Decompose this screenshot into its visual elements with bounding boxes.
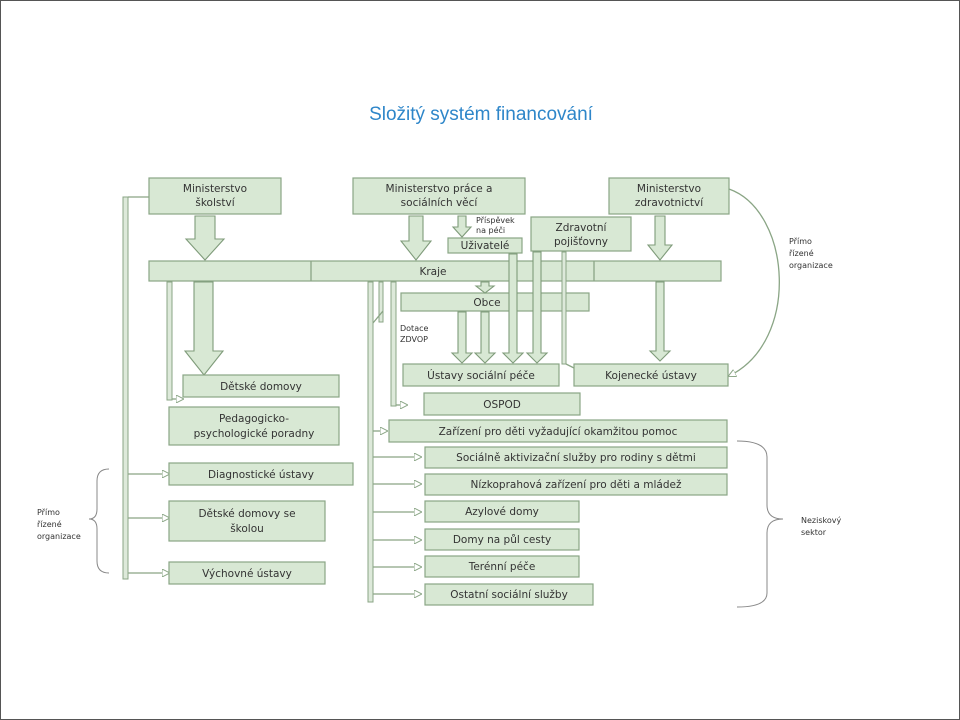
box-pul-cesty: Domy na půl cesty — [424, 528, 580, 551]
box-azylove-label: Azylové domy — [465, 506, 539, 518]
box-mzd-line2: zdravotnictví — [635, 197, 704, 209]
box-msmt-line1: Ministerstvo — [183, 183, 247, 195]
box-pojistovny-line2: pojišťovny — [554, 236, 608, 248]
box-zarizeni-okamzita: Zařízení pro děti vyžadující okamžitou p… — [388, 419, 728, 443]
slide-title: Složitý systém financování — [369, 104, 593, 125]
curve-mzd-kojenecke — [729, 188, 780, 376]
box-ppp-line2: psychologické poradny — [194, 428, 315, 440]
arrow-mpsv-uzivatele — [451, 215, 473, 238]
box-ospod-label: OSPOD — [483, 399, 521, 411]
box-dd-skolou-line1: Dětské domovy se — [198, 508, 295, 520]
arrow-msmt-kraje — [184, 215, 226, 261]
box-ustavy-soc: Ústavy sociální péče — [402, 363, 560, 387]
box-ustavy-soc-label: Ústavy sociální péče — [427, 369, 535, 382]
box-detske-domovy-label: Dětské domovy — [220, 381, 302, 393]
box-terenni: Terénní péče — [424, 555, 580, 578]
box-mpsv-line1: Ministerstvo práce a — [386, 183, 493, 195]
bar-pojistovny — [561, 251, 567, 365]
label-primo-right-line3: organizace — [789, 261, 833, 270]
label-prispevek-line2: na péči — [476, 225, 505, 235]
box-ppp: Pedagogicko- psychologické poradny — [168, 406, 340, 446]
box-ostatni: Ostatní sociální služby — [424, 583, 594, 606]
label-dotace-line2: ZDVOP — [400, 335, 428, 344]
arrow-obce-usp-1 — [450, 311, 474, 364]
box-detske-domovy: Dětské domovy — [182, 374, 340, 398]
band-kraje-label: Kraje — [419, 266, 446, 278]
box-mzd: Ministerstvo zdravotnictví — [608, 177, 730, 215]
band-obce: Obce — [400, 292, 590, 312]
band-obce-label: Obce — [473, 297, 500, 309]
label-primo-left-line2: řízené — [37, 519, 62, 529]
label-dotace-line1: Dotace — [400, 324, 428, 333]
band-kraje: Kraje — [148, 260, 722, 282]
label-neziskovy-line1: Neziskový — [801, 516, 841, 525]
box-pojistovny: Zdravotní pojišťovny — [530, 216, 632, 252]
bar-kraje-2 — [378, 281, 384, 323]
box-msmt: Ministerstvo školství — [148, 177, 282, 215]
box-terenni-label: Terénní péče — [468, 561, 536, 573]
box-ospod: OSPOD — [423, 392, 581, 416]
box-dd-skolou: Dětské domovy se školou — [168, 500, 326, 542]
box-dd-skolou-line2: školou — [230, 523, 264, 535]
label-primo-right-line1: Přímo — [789, 237, 812, 246]
box-pul-cesty-label: Domy na půl cesty — [453, 534, 551, 546]
bar-kraje-ppp — [166, 281, 173, 401]
box-diagnosticke: Diagnostické ústavy — [168, 462, 354, 486]
box-msmt-line2: školství — [195, 197, 235, 209]
bar-kraje-ospod — [390, 281, 397, 407]
arrow-obce-usp-2 — [473, 311, 497, 364]
box-mpsv: Ministerstvo práce a sociálních věcí — [352, 177, 526, 215]
brace-right — [736, 440, 784, 608]
box-kojenecke: Kojenecké ústavy — [573, 363, 729, 387]
arrow-kraje-dd — [183, 281, 225, 376]
arrow-kraje-obce — [474, 281, 496, 294]
box-mzd-line1: Ministerstvo — [637, 183, 701, 195]
box-pojistovny-line1: Zdravotní — [556, 222, 608, 234]
arrow-kraje-kojenecke — [648, 281, 672, 362]
label-primo-right-line2: řízené — [789, 248, 814, 258]
box-azylove: Azylové domy — [424, 500, 580, 523]
box-soc-aktivizacni: Sociálně aktivizační služby pro rodiny s… — [424, 446, 728, 469]
box-nizkoprahova-label: Nízkoprahová zařízení pro děti a mládež — [471, 479, 682, 491]
label-primo-left-line1: Přímo — [37, 508, 60, 517]
arrow-pojistovny-usp — [525, 251, 549, 364]
box-kojenecke-label: Kojenecké ústavy — [605, 370, 697, 382]
box-ppp-line1: Pedagogicko- — [219, 413, 289, 425]
label-neziskovy-line2: sektor — [801, 528, 827, 537]
box-ostatni-label: Ostatní sociální služby — [450, 589, 568, 601]
box-vychovne-label: Výchovné ústavy — [202, 568, 292, 580]
box-soc-aktivizacni-label: Sociálně aktivizační služby pro rodiny s… — [456, 452, 696, 464]
label-prispevek-line1: Příspěvek — [476, 216, 515, 225]
bar-kraje-main — [367, 281, 374, 603]
box-mpsv-line2: sociálních věcí — [401, 197, 479, 209]
box-nizkoprahova: Nízkoprahová zařízení pro děti a mládež — [424, 473, 728, 496]
box-uzivatele: Uživatelé — [447, 237, 523, 254]
arrow-mpsv-kraje — [399, 215, 433, 261]
box-vychovne: Výchovné ústavy — [168, 561, 326, 585]
box-diagnosticke-label: Diagnostické ústavy — [208, 469, 314, 481]
arrow-mzd-kraje — [646, 215, 674, 261]
label-primo-left-line3: organizace — [37, 532, 81, 541]
box-zarizeni-okamzita-label: Zařízení pro děti vyžadující okamžitou p… — [439, 426, 678, 438]
arrow-uzivatele-usp — [501, 253, 525, 364]
box-uzivatele-label: Uživatelé — [461, 240, 510, 252]
brace-left — [88, 468, 110, 574]
bar-msmt-left — [122, 196, 129, 580]
